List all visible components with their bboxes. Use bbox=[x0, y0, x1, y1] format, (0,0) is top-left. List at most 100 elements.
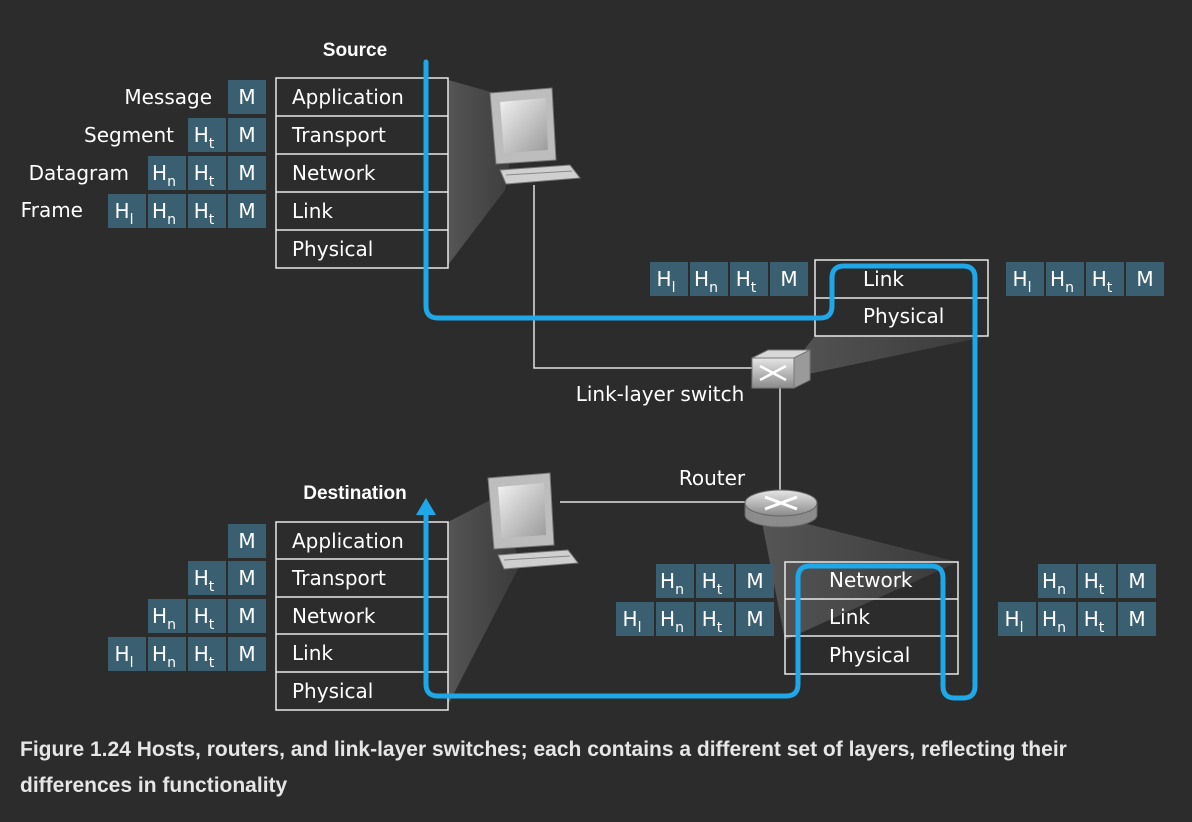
pdu-label-datagram: Datagram bbox=[29, 161, 129, 185]
router-layer-physical: Physical bbox=[829, 643, 910, 667]
router-in-network-header-t-block: Ht bbox=[696, 564, 734, 598]
switch-protocol-stack: Link Physical bbox=[814, 259, 989, 337]
svg-text:Hl: Hl bbox=[623, 607, 642, 636]
svg-text:M: M bbox=[1128, 569, 1145, 593]
source-layer-transport: Transport bbox=[291, 123, 386, 147]
router-protocol-stack: Network Link Physical bbox=[784, 561, 959, 675]
switch-layer-link: Link bbox=[863, 267, 904, 291]
switch-label: Link-layer switch bbox=[576, 382, 745, 406]
router-out-network-header-n-block: Hn bbox=[1038, 564, 1076, 598]
src-transport-message-block: M bbox=[228, 118, 266, 152]
src-link-header-t-block: Ht bbox=[188, 194, 226, 228]
switch-in-message-block: M bbox=[770, 262, 808, 296]
router-out-network-header-t-block: Ht bbox=[1078, 564, 1116, 598]
destination-computer-icon bbox=[487, 472, 579, 570]
dst-network-header-n-block: Hn bbox=[148, 599, 186, 633]
src-network-header-n-block: Hn bbox=[148, 156, 186, 190]
src-app-message-block: M bbox=[228, 80, 266, 114]
dst-transport-message-block: M bbox=[228, 561, 266, 595]
switch-shade bbox=[780, 336, 988, 380]
dst-link-header-l-block: Hl bbox=[108, 637, 146, 671]
destination-layer-link: Link bbox=[292, 641, 333, 665]
router-layer-network: Network bbox=[829, 568, 913, 592]
svg-text:M: M bbox=[780, 267, 797, 291]
source-title: Source bbox=[323, 40, 387, 61]
src-network-header-t-block: Ht bbox=[188, 156, 226, 190]
pdu-label-message: Message bbox=[124, 85, 212, 109]
svg-text:M: M bbox=[238, 85, 255, 109]
switch-out-header-n-block: Hn bbox=[1046, 262, 1084, 296]
router-out-link-message-block: M bbox=[1118, 602, 1156, 636]
router-shade bbox=[760, 512, 958, 640]
dst-app-message-block: M bbox=[228, 524, 266, 558]
source-layer-physical: Physical bbox=[292, 237, 373, 261]
svg-text:M: M bbox=[238, 199, 255, 223]
src-link-message-block: M bbox=[228, 194, 266, 228]
dst-network-header-t-block: Ht bbox=[188, 599, 226, 633]
source-protocol-stack: Application Transport Network Link Physi… bbox=[275, 77, 449, 269]
dst-network-message-block: M bbox=[228, 599, 266, 633]
network-diagram: Source Destination Link-layer switch Rou… bbox=[21, 40, 1164, 711]
svg-text:Hl: Hl bbox=[1013, 267, 1032, 296]
router-in-link-header-t-block: Ht bbox=[696, 602, 734, 636]
router-out-network-message-block: M bbox=[1118, 564, 1156, 598]
router-out-link-header-l-block: Hl bbox=[998, 602, 1036, 636]
dst-link-message-block: M bbox=[228, 637, 266, 671]
source-layer-link: Link bbox=[292, 199, 333, 223]
router-label: Router bbox=[679, 466, 746, 490]
source-computer-icon bbox=[489, 87, 581, 185]
router-layer-link: Link bbox=[829, 605, 870, 629]
pdu-label-segment: Segment bbox=[84, 123, 174, 147]
dst-transport-header-t-block: Ht bbox=[188, 561, 226, 595]
src-transport-header-t-block: Ht bbox=[188, 118, 226, 152]
svg-text:M: M bbox=[238, 123, 255, 147]
svg-text:M: M bbox=[238, 642, 255, 666]
svg-text:M: M bbox=[238, 604, 255, 628]
svg-text:M: M bbox=[238, 529, 255, 553]
switch-in-header-l-block: Hl bbox=[650, 262, 688, 296]
svg-text:M: M bbox=[746, 607, 763, 631]
destination-arrowhead bbox=[416, 498, 436, 515]
svg-text:M: M bbox=[746, 569, 763, 593]
destination-title: Destination bbox=[303, 483, 406, 504]
router-in-link-header-n-block: Hn bbox=[656, 602, 694, 636]
router-in-link-header-l-block: Hl bbox=[616, 602, 654, 636]
destination-layer-network: Network bbox=[292, 604, 376, 628]
svg-text:M: M bbox=[238, 161, 255, 185]
router-out-link-header-t-block: Ht bbox=[1078, 602, 1116, 636]
svg-text:Hl: Hl bbox=[657, 267, 676, 296]
destination-layer-application: Application bbox=[292, 529, 404, 553]
svg-text:Hl: Hl bbox=[1005, 607, 1024, 636]
src-link-header-n-block: Hn bbox=[148, 194, 186, 228]
source-layer-application: Application bbox=[292, 85, 404, 109]
router-icon bbox=[744, 489, 818, 528]
switch-out-message-block: M bbox=[1126, 262, 1164, 296]
pdu-label-frame: Frame bbox=[21, 198, 83, 222]
source-layer-network: Network bbox=[292, 161, 376, 185]
destination-layer-transport: Transport bbox=[291, 566, 386, 590]
switch-out-header-t-block: Ht bbox=[1086, 262, 1124, 296]
destination-layer-physical: Physical bbox=[292, 679, 373, 703]
router-out-link-header-n-block: Hn bbox=[1038, 602, 1076, 636]
dst-link-header-t-block: Ht bbox=[188, 637, 226, 671]
dst-link-header-n-block: Hn bbox=[148, 637, 186, 671]
switch-in-header-t-block: Ht bbox=[730, 262, 768, 296]
router-in-network-header-n-block: Hn bbox=[656, 564, 694, 598]
switch-icon bbox=[751, 349, 811, 389]
router-in-link-message-block: M bbox=[736, 602, 774, 636]
switch-in-header-n-block: Hn bbox=[690, 262, 728, 296]
switch-layer-physical: Physical bbox=[863, 304, 944, 328]
svg-text:Hl: Hl bbox=[115, 642, 134, 671]
svg-text:M: M bbox=[238, 566, 255, 590]
source-to-switch-wire bbox=[533, 185, 752, 369]
svg-text:M: M bbox=[1128, 607, 1145, 631]
svg-text:Hl: Hl bbox=[115, 199, 134, 228]
src-link-header-l-block: Hl bbox=[108, 194, 146, 228]
router-in-network-message-block: M bbox=[736, 564, 774, 598]
src-network-message-block: M bbox=[228, 156, 266, 190]
figure-caption: Figure 1.24 Hosts, routers, and link-lay… bbox=[20, 738, 1067, 797]
destination-protocol-stack: Application Transport Network Link Physi… bbox=[275, 521, 449, 711]
data-flow-path bbox=[423, 59, 978, 701]
switch-out-header-l-block: Hl bbox=[1006, 262, 1044, 296]
